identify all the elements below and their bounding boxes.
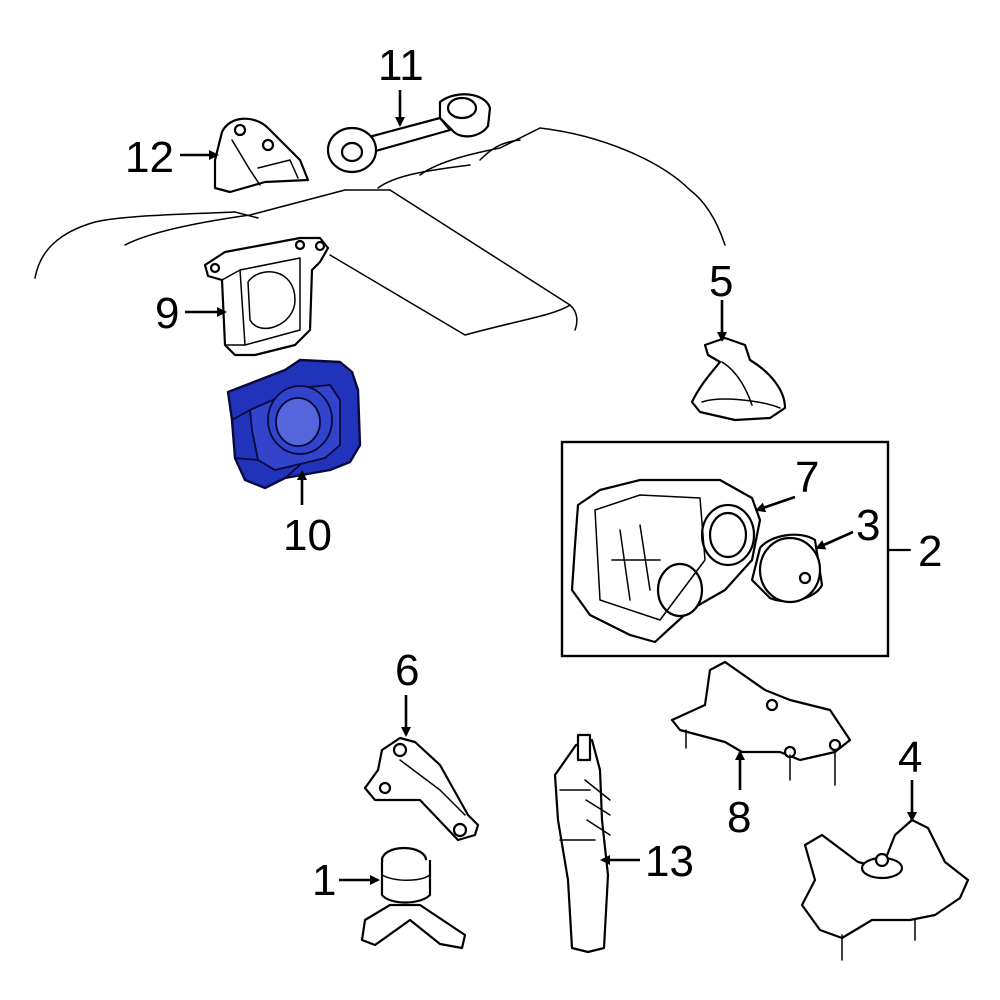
callout-11: 11 — [378, 41, 424, 90]
part-7-housing — [570, 478, 762, 644]
part-6-bracket — [363, 736, 480, 842]
callout-1: 1 — [312, 856, 336, 905]
part-5-mount — [690, 336, 787, 422]
callout-8: 8 — [727, 793, 751, 842]
part-8-bracket — [670, 660, 852, 786]
part-4-mount — [800, 818, 970, 961]
callout-12: 12 — [125, 133, 174, 182]
part-9-frame — [203, 236, 330, 357]
callout-3: 3 — [856, 501, 880, 550]
part-11-torque-rod — [326, 93, 492, 174]
part-13-damper — [553, 733, 611, 954]
callout-labels: 11 12 9 10 5 7 3 2 6 8 4 13 1 — [125, 41, 942, 905]
callout-13: 13 — [645, 837, 694, 886]
callout-5: 5 — [709, 257, 733, 306]
part-1-mount — [360, 846, 467, 950]
callout-2: 2 — [918, 527, 942, 576]
callout-10: 10 — [283, 511, 332, 560]
part-3-bushing — [750, 533, 824, 604]
part-10-adapter-highlighted — [226, 358, 362, 490]
engine-outline — [34, 127, 726, 336]
leader-arrows — [180, 90, 917, 885]
kit-box — [560, 440, 912, 658]
callout-7: 7 — [795, 453, 819, 502]
callout-6: 6 — [395, 646, 419, 695]
callout-9: 9 — [155, 289, 179, 338]
part-12-bracket — [213, 117, 310, 194]
callout-4: 4 — [898, 733, 922, 782]
